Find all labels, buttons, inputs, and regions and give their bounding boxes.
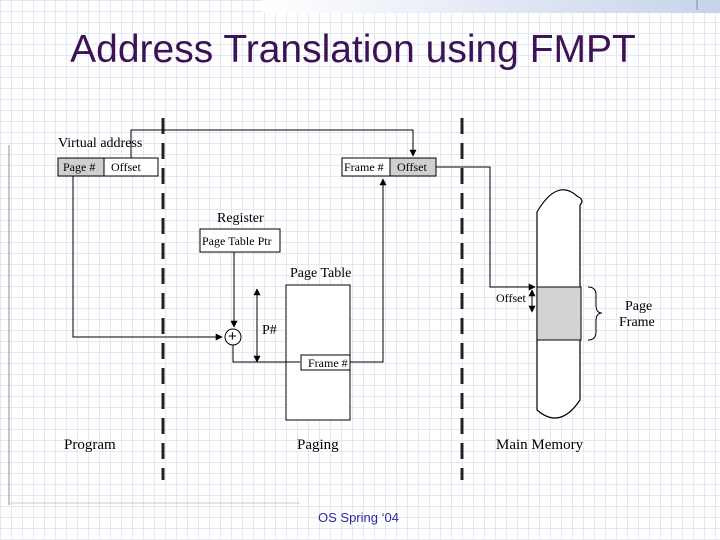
frame-entry-label: Frame # [308, 356, 348, 370]
section-program-label: Program [64, 437, 116, 453]
register-label: Register [217, 211, 264, 226]
page-number-field-label: Page # [63, 160, 96, 174]
virtual-address-label: Virtual address [58, 136, 143, 151]
frame-number-field-label: Frame # [344, 160, 384, 174]
section-main-memory-label: Main Memory [496, 437, 584, 453]
page-table-label: Page Table [290, 266, 352, 281]
page-frame-brace [587, 286, 603, 341]
pnum-label: P# [262, 323, 277, 338]
result-offset-field-label: Offset [397, 160, 427, 174]
page-frame-label-line2: Frame [619, 315, 655, 330]
slide-footer: OS Spring ‘04 [318, 510, 399, 525]
slide-title: Address Translation using FMPT [70, 28, 636, 71]
offset-to-result-arrow [130, 129, 417, 158]
section-paging-label: Paging [297, 437, 339, 453]
frame-entry-to-frame-num-arrow [350, 178, 387, 363]
adder-to-frame-entry-line [232, 345, 300, 363]
page-table-box [285, 284, 351, 421]
offset-in-frame-label: Offset [496, 291, 526, 305]
result-to-memory-arrow [436, 166, 536, 291]
page-frame-highlight [536, 286, 582, 341]
page-table-ptr-label: Page Table Ptr [202, 234, 272, 248]
offset-field-label: Offset [111, 160, 141, 174]
register-box [199, 228, 281, 253]
adder-symbol: + [228, 328, 237, 345]
page-frame-label-line1: Page [625, 299, 653, 314]
top-gradient-band [262, 0, 720, 13]
page-num-to-adder-arrow [72, 176, 223, 341]
